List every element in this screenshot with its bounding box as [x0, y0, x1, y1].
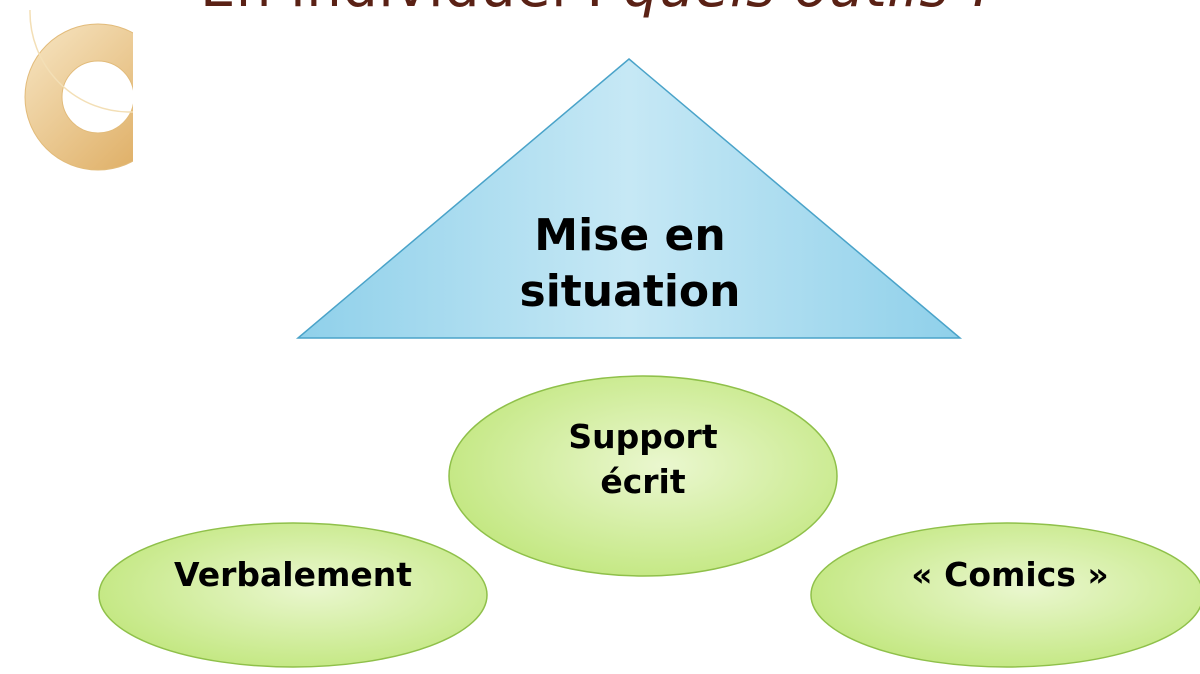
ellipse-verbalement [98, 522, 488, 668]
support-label-line1: Support [568, 417, 718, 456]
triangle-label: Mise en situation [480, 208, 780, 320]
triangle-label-line1: Mise en [534, 210, 726, 261]
decorative-ring-icon [24, 9, 133, 171]
title-italic: quels outils ? [623, 0, 998, 20]
support-label-line2: écrit [600, 462, 686, 501]
title-plain: En individuel : [200, 0, 623, 20]
comics-label: « Comics » [911, 555, 1109, 594]
ellipse-support-ecrit [448, 375, 838, 577]
ellipse-comics [810, 522, 1200, 668]
support-ecrit-label: Support écrit [520, 414, 766, 504]
slide-title: En individuel : quels outils ? [200, 0, 1100, 28]
triangle-label-line2: situation [519, 266, 741, 317]
verbalement-label: Verbalement [173, 555, 412, 594]
triangle-shape [295, 58, 963, 339]
